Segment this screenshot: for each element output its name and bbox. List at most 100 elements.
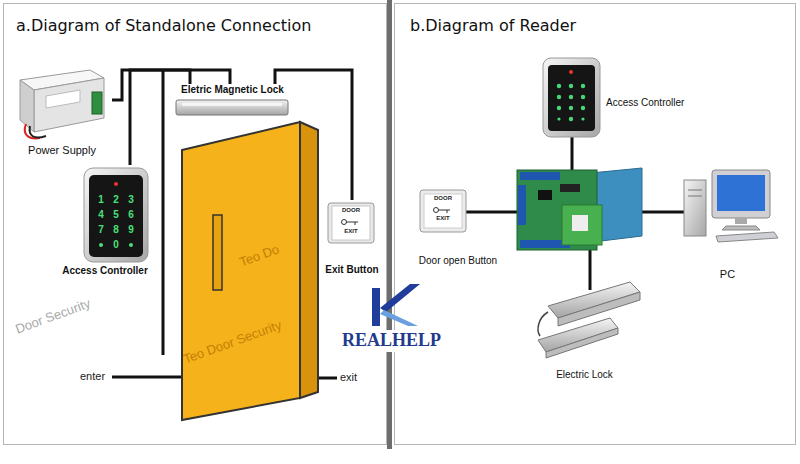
controller-board-part [560,184,580,192]
power-supply-icon-part [30,126,46,138]
door-part [300,122,318,398]
power-supply-icon-part [20,80,34,132]
magnetic-lock-icon-part [176,100,288,115]
device-label: PC [675,268,780,281]
layout-wire-part [318,377,337,380]
device: Eletric Magnetic Lock [170,84,295,118]
reader-icon-part [543,58,600,137]
exit-button-icon-part [328,203,374,243]
key-digit: 3 [126,194,136,206]
device: Electric Lock [522,280,647,385]
pc-icon-part [712,170,770,218]
button-text: DOOR [336,207,366,214]
key-digit: 0 [111,239,121,251]
power-supply-icon-part [34,78,104,132]
device: Access Controller [55,165,155,281]
door-button-icon-part [420,190,466,232]
reader-icon-part-part [581,84,585,88]
magnetic-lock-icon [176,100,288,115]
device-label: Exit Button [318,264,386,276]
door [182,122,318,420]
pc-icon-part [717,175,765,211]
exit-button-icon-part [355,222,356,225]
door-part [182,122,300,420]
frame-part [395,4,796,445]
exit-button-icon-part [347,222,359,223]
controller-board-part [518,185,526,225]
panel: a.Diagram of Standalone ConnectionPower … [4,4,387,445]
reader-icon-part [557,84,585,121]
device: Access Controller [540,55,710,139]
pc-icon-part [716,232,778,242]
layout-wire-part [466,211,517,214]
pc-icon-part [722,226,760,230]
door-button-icon-part [439,210,451,211]
reader-icon-part [569,70,573,74]
keypad-icon-part [114,182,118,186]
reader-icon-part-part [569,95,573,99]
key-digit: 2 [111,194,121,206]
device-label: Access Controller [606,97,710,109]
button-text: EXIT [428,215,458,222]
pc-icon-part [688,190,702,191]
logo-mark-part [380,284,420,312]
wire [275,70,352,200]
controller-board-part [562,205,602,245]
key-digit: 6 [126,209,136,221]
device-label: Electric Lock [522,369,647,381]
layout-wire-part [589,250,592,290]
reader-icon-part-part [557,84,561,88]
device-label: Power Supply [12,144,112,157]
power-supply-icon-part [46,90,80,108]
door-button-icon-part [424,194,462,228]
logo-mark-part [372,288,380,326]
button-text: DOOR [428,195,458,202]
key-digit: 7 [96,224,106,236]
pc-icon-part [735,218,747,224]
door-part [213,215,222,290]
reader-icon-part-part [581,95,585,99]
key-digit: 1 [96,194,106,206]
controller-board-part [572,215,588,231]
electric-lock-icon-part [538,312,548,336]
device-label: Eletric Magnetic Lock [170,84,295,96]
key-digit: 5 [111,209,121,221]
keypad-icon [84,168,148,262]
device-label: Access Controller [55,265,155,277]
reader-icon [543,58,600,137]
exit-button-icon-part [332,206,370,240]
watermark: Door Security [13,296,92,338]
door-button-icon [420,190,466,232]
electric-lock-icon-part [546,328,618,358]
reader-icon-part-part [569,106,573,110]
reader-icon-part-part [569,117,573,121]
reader-icon-part-part [581,106,585,110]
device: PC [675,168,780,283]
keypad-icon-part [129,243,133,247]
door-button-icon-part [434,208,439,213]
power-supply-icon-part [92,92,102,114]
controller-board-part [520,172,560,180]
door-button-icon-part [447,210,448,213]
layout-wire-part [112,376,181,379]
pc-icon-part [684,180,706,236]
device: Power Supply [12,62,112,159]
keypad-icon-part [99,243,103,247]
layout-wire-part [571,137,574,172]
device-label: Door open Button [408,255,508,267]
reader-icon-part [548,65,595,131]
exit-button-icon [328,203,374,243]
key-digit: 9 [126,224,136,236]
device: Door open Button [408,188,508,270]
frame [4,0,796,449]
keypad-icon-part [89,175,143,257]
logo-mark-part [380,310,418,326]
panel-heading: b.Diagram of Reader [410,16,780,35]
layout-wire-part [642,211,684,214]
exit-button-icon-part [342,220,347,225]
power-supply-icon [20,70,104,138]
reader-icon-part-part [557,106,561,110]
layout-wire-part [162,70,165,355]
